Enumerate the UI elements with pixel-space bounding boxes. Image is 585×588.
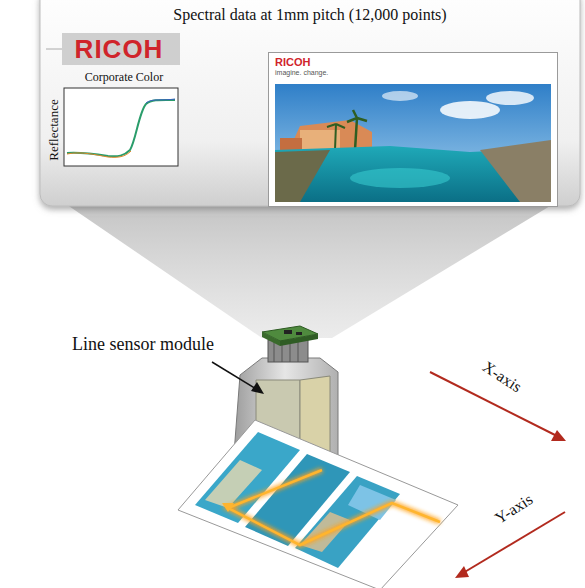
screen-window: RICOHimagine. change. [268,52,558,207]
plot-frame [64,88,178,166]
reflectance-curve [146,99,175,103]
part-label: Line sensor module [72,334,214,355]
reflectance-curve [67,151,131,157]
axis-label: Reflectance [46,90,62,170]
axis-label: X-axis [470,352,533,402]
window-bg [268,52,558,207]
spectrum-chart: Corporate ColorReflectance [44,70,188,170]
arrow-head [551,430,566,441]
logo-box: RICOH [62,33,180,65]
logo-text: RICOH [62,33,176,65]
axis-label: Y-axis [482,484,545,534]
printed-sheet [178,420,458,588]
y-axis-arrow [463,512,565,573]
panel-title: Spectral data at 1mm pitch (12,000 point… [40,6,580,24]
reflectance-curve [67,100,175,156]
leader-arrow [212,362,258,390]
photo [275,84,551,202]
logo-text: RICOH [275,56,310,68]
tagline: imagine. change. [275,69,328,76]
zoom-funnel [60,200,560,338]
leader-line [46,49,62,50]
arrow-head [455,566,469,578]
chart-title: Corporate Color [64,70,184,85]
panel [40,0,580,206]
arrow-head [251,382,264,394]
